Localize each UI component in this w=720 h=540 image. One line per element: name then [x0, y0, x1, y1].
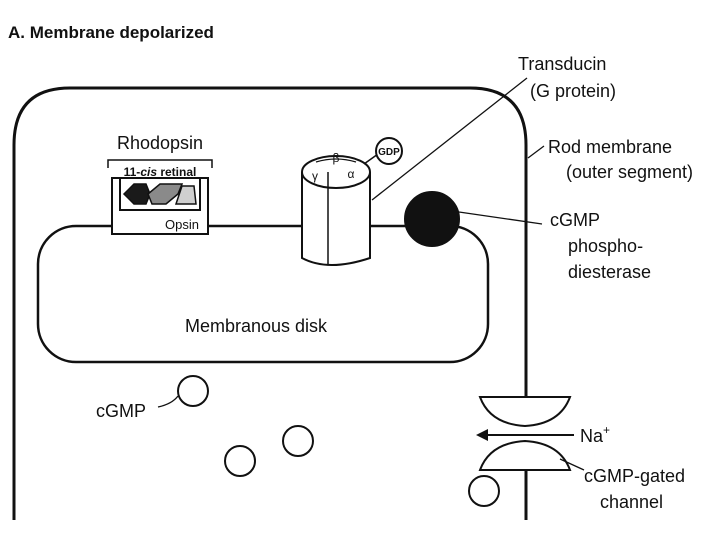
channel-leader — [559, 458, 585, 471]
opsin-label: Opsin — [165, 217, 199, 232]
transducin-body — [301, 172, 371, 266]
cgmp-molecule — [282, 425, 314, 457]
gamma-label: γ — [312, 169, 318, 183]
rod-membrane-label: Rod membrane — [548, 137, 672, 157]
transducin-label: Transducin — [518, 54, 606, 74]
g-protein-label: (G protein) — [530, 81, 616, 101]
rhodopsin-label: Rhodopsin — [117, 133, 203, 153]
transducin-protein: β γ α GDP — [301, 137, 403, 266]
pde-label-line2: phospho- — [568, 236, 643, 256]
cgmp-molecule — [468, 475, 500, 507]
retinal-chain-shape — [147, 183, 184, 205]
na-arrow-head — [476, 429, 488, 441]
gdp-circle — [375, 137, 403, 165]
beta-arc — [315, 158, 357, 163]
transducin-leader — [371, 77, 528, 201]
beta-label: β — [333, 151, 340, 165]
rhodopsin-bracket — [107, 159, 213, 168]
transducin-top — [301, 155, 371, 189]
rhodopsin-complex: Rhodopsin 11-cis retinal Opsin — [107, 133, 213, 235]
na-label: Na+ — [580, 423, 610, 446]
cgmp-gated-channel — [478, 378, 572, 520]
outer-segment-label: (outer segment) — [566, 162, 693, 182]
opsin-pocket — [119, 178, 201, 211]
alpha-label: α — [348, 167, 355, 181]
retinal-label: 11-cis retinal — [124, 165, 197, 179]
rod-membrane-leader — [527, 145, 545, 159]
rod-membrane-outline — [12, 86, 528, 520]
pde-leader — [458, 211, 543, 225]
cgmp-molecule — [177, 375, 209, 407]
figure-title: A. Membrane depolarized — [8, 23, 214, 42]
cgmp-label: cGMP — [96, 401, 146, 421]
channel-label-line1: cGMP-gated — [584, 466, 685, 486]
phosphodiesterase-circle — [404, 191, 460, 247]
pde-label-line3: diesterase — [568, 262, 651, 282]
retinal-tail-shape — [174, 185, 197, 205]
cgmp-molecule — [224, 445, 256, 477]
cgmp-leader — [157, 395, 179, 408]
membranous-disk-label: Membranous disk — [185, 316, 328, 336]
channel-upper-half — [478, 396, 572, 428]
membranous-disk — [36, 224, 490, 364]
gdp-label: GDP — [378, 147, 400, 158]
channel-lower-half — [478, 439, 572, 471]
pde-label-line1: cGMP — [550, 210, 600, 230]
gdp-connector — [363, 153, 379, 165]
channel-label-line2: channel — [600, 492, 663, 512]
